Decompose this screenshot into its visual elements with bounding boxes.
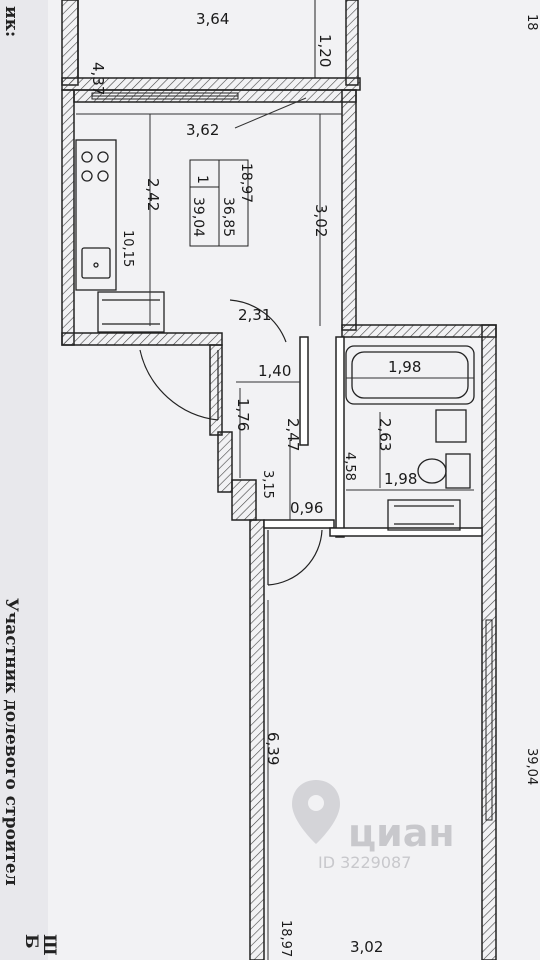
dim-room-width: 3,02: [350, 938, 383, 956]
legend-total-area-no-balcony: 36,85: [220, 197, 236, 237]
side-text-line2: Б: [21, 934, 41, 949]
dim-kitchen-width: 3,62: [186, 121, 219, 139]
cian-watermark: циан ID 3229087: [292, 780, 455, 872]
dimension-labels: 3,64 4,37 1,20 3,62 2,42 10,15 3,02 2,31…: [89, 10, 421, 957]
sink-icon: [81, 247, 111, 279]
balcony: [61, 0, 361, 91]
watermark-id: ID 3229087: [318, 853, 411, 872]
dim-bath-depth: 2,63: [376, 418, 394, 451]
entrance-door-swing: [139, 349, 219, 421]
dim-room-depth: 6,39: [264, 732, 282, 765]
dim-corridor-width: 0,96: [290, 499, 323, 517]
dimension-lines: [76, 97, 474, 960]
legend-rooms-count: 1: [194, 175, 210, 184]
legend-total-area: 39,04: [190, 197, 206, 237]
map-pin-icon: [292, 780, 340, 844]
doors: [139, 299, 323, 586]
kitchen-door-swing: [229, 299, 287, 343]
dim-bath-area: 4,58: [342, 452, 357, 481]
windows: [91, 92, 493, 821]
dim-top-small: 1,20: [316, 34, 334, 67]
kitchen-fixtures: [75, 139, 165, 333]
dim-door-width: 2,31: [238, 306, 271, 324]
edge-fragment-bottom: 39,04: [524, 748, 539, 785]
room-door-swing: [267, 529, 323, 586]
dim-bath-bottom-width: 1,98: [384, 470, 417, 488]
legend-living-area: 18,97: [238, 163, 254, 203]
dim-hall-area: 3,15: [260, 470, 275, 499]
radiator-icon: [97, 291, 165, 333]
dim-hall-depth: 1,76: [234, 398, 252, 431]
dim-bath-top-width: 1,98: [388, 358, 421, 376]
dim-kitchen-depth: 2,42: [144, 178, 162, 211]
dim-hall-width: 1,40: [258, 362, 291, 380]
edge-fragment-top: 18: [524, 14, 539, 31]
bathroom-fixtures: [345, 345, 475, 531]
inner-walls: [263, 336, 483, 538]
apartment-legend: 1 18,97 36,85 39,04: [189, 159, 254, 247]
bathtub-icon: [345, 345, 475, 405]
right-edge-fragments: 18 39,04: [524, 14, 539, 785]
stove-burner-icon: [97, 170, 109, 182]
side-document-text: ик: Участник долевого строител Б Ш: [1, 6, 59, 956]
stove-burner-icon: [81, 151, 93, 163]
washbasin-icon: [435, 409, 467, 443]
dim-room-area: 18,97: [278, 920, 293, 957]
stove-burner-icon: [97, 151, 109, 163]
dim-hall-length: 2,47: [284, 418, 302, 451]
watermark-brand: циан: [348, 811, 455, 855]
toilet-icon: [445, 453, 471, 489]
dim-kitchen-right-depth: 3,02: [312, 204, 330, 237]
dim-top-width: 3,64: [196, 10, 229, 28]
side-text-line1: Участник долевого строител: [1, 598, 21, 886]
side-text-top: ик:: [1, 6, 21, 37]
side-text-line3: Ш: [39, 934, 59, 956]
paper-margin: [0, 0, 48, 960]
radiator-icon: [387, 499, 461, 531]
dim-kitchen-area: 10,15: [120, 230, 135, 267]
stove-burner-icon: [81, 170, 93, 182]
dim-top-depth: 4,37: [89, 62, 107, 95]
